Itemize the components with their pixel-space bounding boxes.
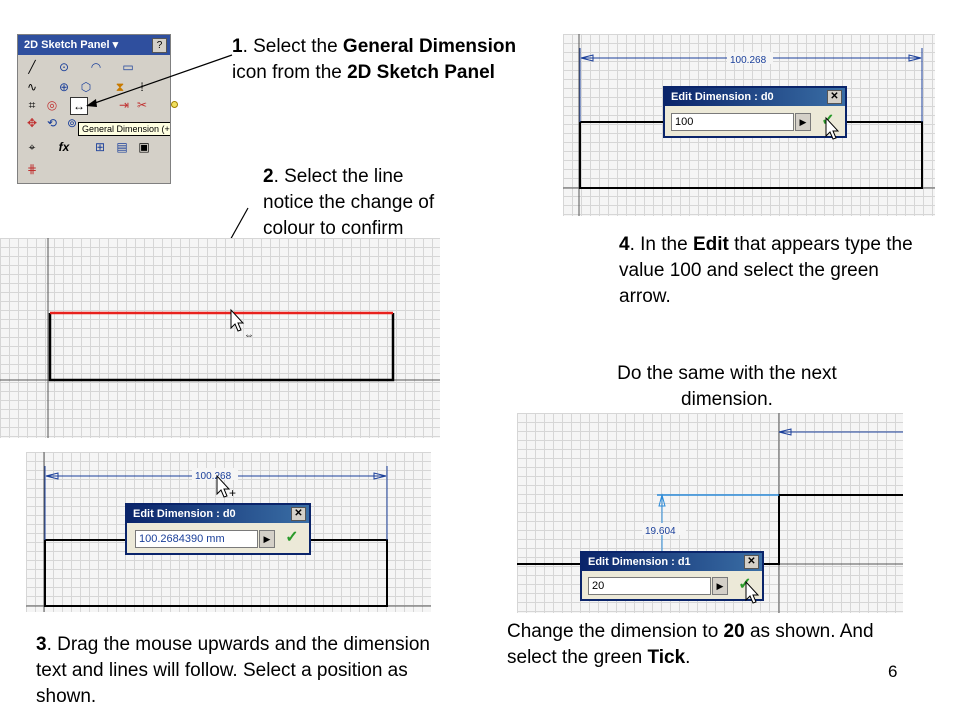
step2-number: 2 [263,166,274,187]
step3-instruction: 3. Drag the mouse upwards and the dimens… [36,632,431,710]
mouse-cursor-icon [216,474,231,498]
step4-dimension-label: 100.268 [730,55,767,66]
dimension-value-input[interactable]: 100 [671,113,794,131]
change-note: Change the dimension to 20 as shown. And… [507,619,877,671]
step4-instruction: 4. In the Edit that appears type the val… [619,232,919,310]
parameters-icon[interactable]: fx [58,140,70,154]
step4-text-b: that appears type the value 100 and sele… [619,234,913,307]
step4-text-a: . In the [629,234,693,255]
change-note-bold-20: 20 [723,621,745,642]
ellipse-icon[interactable]: ⊕ [58,80,70,94]
dialog-title-text: Edit Dimension : d0 [133,508,236,520]
step4-number: 4 [619,234,630,255]
edit-dimension-dialog-step3[interactable]: Edit Dimension : d0 ✕ 100.2684390 mm ▶ ✓ [125,503,311,555]
2d-sketch-panel: 2D Sketch Panel ▾ ? ╱ ⊙ ◠ ▭ ∿ ⊕ ⬡ ⧗ ⁞ ⌗ … [17,34,171,184]
close-icon[interactable]: ✕ [827,90,842,104]
mirror-icon[interactable]: ⧗ [115,80,125,94]
dialog-title-text: Edit Dimension : d0 [671,91,774,103]
insert-acad-icon[interactable]: ▤ [116,140,128,154]
show-constraints-icon[interactable]: ⋕ [26,162,38,176]
arc-icon[interactable]: ◠ [90,60,102,74]
panel-help-icon[interactable]: ? [152,38,167,53]
step2-sketch: ⇔ [0,238,440,438]
change-note-text-a: Change the dimension to [507,621,724,642]
dialog-title: Edit Dimension : d0 ✕ [665,88,845,106]
panel-title-text: 2D Sketch Panel [24,39,110,51]
dropdown-arrow-icon[interactable]: ▶ [259,530,275,548]
step1-bold-general-dimension: General Dimension [342,36,517,57]
step1-text-b: icon from the [232,62,348,83]
step5-dimension-label: 19.604 [645,526,676,537]
step3-number: 3 [36,634,47,655]
trim-icon[interactable]: ✂ [136,98,148,112]
dimension-cursor-icon: ⇔ [244,330,254,341]
ok-tick-icon[interactable]: ✓ [285,529,299,546]
move-icon[interactable]: ✥ [26,116,38,130]
dimension-value-input[interactable]: 100.2684390 mm [135,530,258,548]
svg-text:+: + [229,486,236,500]
insert-image-icon[interactable]: ▣ [138,140,150,154]
dropdown-arrow-icon[interactable]: ▶ [712,577,728,595]
mouse-cursor-icon [825,116,840,140]
dialog-title: Edit Dimension : d0 ✕ [127,505,309,523]
offset-icon[interactable]: ⁞ [140,80,144,94]
rotate-icon[interactable]: ⟲ [46,116,58,130]
step3-dimension-label: 100.268 [195,471,232,482]
step4-cursor [825,116,840,140]
constraint-icon[interactable]: ⌖ [28,140,36,154]
spline-icon[interactable]: ∿ [26,80,38,94]
dropdown-arrow-icon[interactable]: ▶ [795,113,811,131]
panel-edge-marker [171,101,178,108]
change-note-text-b: as shown. And select the green [507,621,874,668]
fillet-icon[interactable]: ⌗ [28,98,36,112]
dialog-title-text: Edit Dimension : d1 [588,556,691,568]
panel-title[interactable]: 2D Sketch Panel ▾ [18,35,170,55]
point-icon[interactable]: ◎ [46,98,58,112]
step1-text-a: . Select the [242,36,343,57]
step1-number: 1 [232,36,243,57]
repeat-note: Do the same with the next dimension. [617,363,837,410]
general-dimension-tooltip: General Dimension (+D) [78,122,170,136]
close-icon[interactable]: ✕ [744,555,759,569]
step4-bold-edit: Edit [692,234,729,255]
rectangle-icon[interactable]: ▭ [122,60,134,74]
change-note-bold-tick: Tick [647,647,686,668]
page-number: 6 [888,662,898,681]
dimension-value-input[interactable]: 20 [588,577,711,595]
step1-bold-2d-sketch-panel: 2D Sketch Panel [347,62,495,83]
extend-icon[interactable]: ⇥ [118,98,130,112]
step1-instruction: 1. Select the General Dimension icon fro… [232,34,544,86]
insert-points-icon[interactable]: ⊞ [94,140,106,154]
general-dimension-icon[interactable]: ↔ [70,97,88,115]
step5-cursor [745,580,760,604]
step3-text: . Drag the mouse upwards and the dimensi… [36,634,430,707]
dialog-title: Edit Dimension : d1 ✕ [582,553,762,571]
polygon-icon[interactable]: ⬡ [80,80,92,94]
line-icon[interactable]: ╱ [28,60,36,74]
circle-icon[interactable]: ⊙ [58,60,70,74]
close-icon[interactable]: ✕ [291,507,306,521]
mouse-cursor-icon [745,580,760,604]
project-geometry-icon[interactable]: ⊚ [66,116,78,130]
step2-sketch-canvas[interactable]: ⇔ [0,238,440,438]
edit-dimension-dialog-step5[interactable]: Edit Dimension : d1 ✕ 20 ▶ ✓ [580,551,764,601]
mouse-cursor-icon [230,308,245,332]
change-note-text-c: . [685,647,691,668]
edit-dimension-dialog-step4[interactable]: Edit Dimension : d0 ✕ 100 ▶ ✓ [663,86,847,138]
